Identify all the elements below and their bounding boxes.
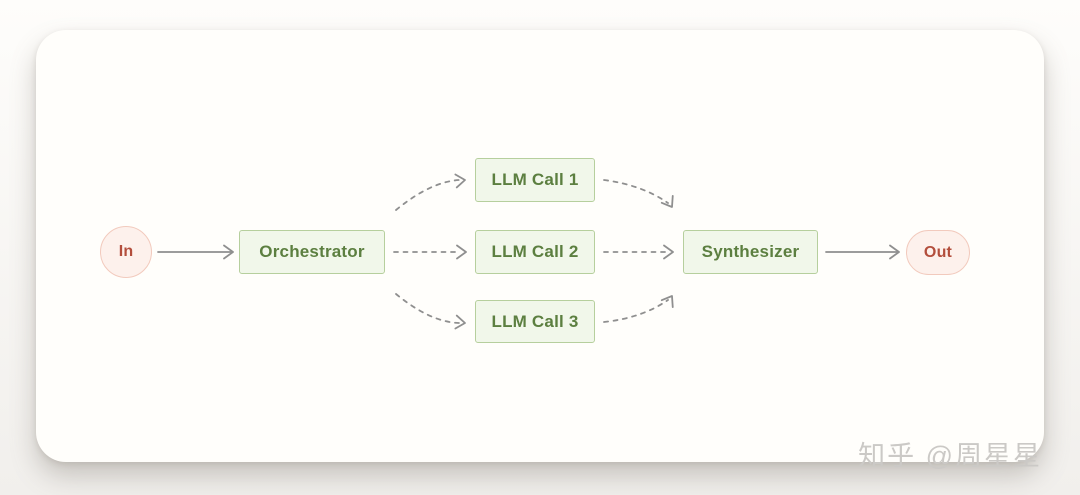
node-llm-call-1: LLM Call 1 bbox=[475, 158, 595, 202]
zhihu-watermark: 知乎 @周星星 bbox=[858, 441, 1042, 471]
node-in-label: In bbox=[118, 243, 134, 260]
node-out: Out bbox=[906, 230, 970, 275]
node-in: In bbox=[100, 226, 152, 278]
node-llm-call-2: LLM Call 2 bbox=[475, 230, 595, 274]
node-orchestrator-label: Orchestrator bbox=[259, 242, 365, 261]
diagram-arrows-layer bbox=[157, 173, 900, 330]
arrow-llm3-to-synthesizer bbox=[603, 295, 674, 323]
node-llm-call-2-label: LLM Call 2 bbox=[491, 242, 579, 261]
node-llm-call-3: LLM Call 3 bbox=[475, 300, 595, 343]
arrow-synthesizer-to-out bbox=[825, 244, 900, 260]
node-synthesizer-label: Synthesizer bbox=[701, 242, 800, 261]
arrow-in-to-orchestrator bbox=[157, 244, 234, 260]
arrow-orchestrator-to-llm1 bbox=[395, 173, 466, 211]
node-llm-call-1-label: LLM Call 1 bbox=[491, 170, 579, 189]
node-synthesizer: Synthesizer bbox=[683, 230, 818, 274]
node-llm-call-3-label: LLM Call 3 bbox=[491, 311, 579, 331]
diagram-card: In Orchestrator LLM Call 1 LLM Call 2 LL… bbox=[36, 30, 1044, 462]
arrow-orchestrator-to-llm3 bbox=[395, 293, 466, 330]
arrow-llm1-to-synthesizer bbox=[603, 179, 674, 208]
arrow-llm2-to-synthesizer bbox=[603, 244, 674, 260]
node-orchestrator: Orchestrator bbox=[239, 230, 385, 274]
arrow-orchestrator-to-llm2 bbox=[393, 244, 467, 260]
orchestrator-workers-diagram: In Orchestrator LLM Call 1 LLM Call 2 LL… bbox=[36, 30, 1044, 462]
node-out-label: Out bbox=[923, 243, 953, 261]
